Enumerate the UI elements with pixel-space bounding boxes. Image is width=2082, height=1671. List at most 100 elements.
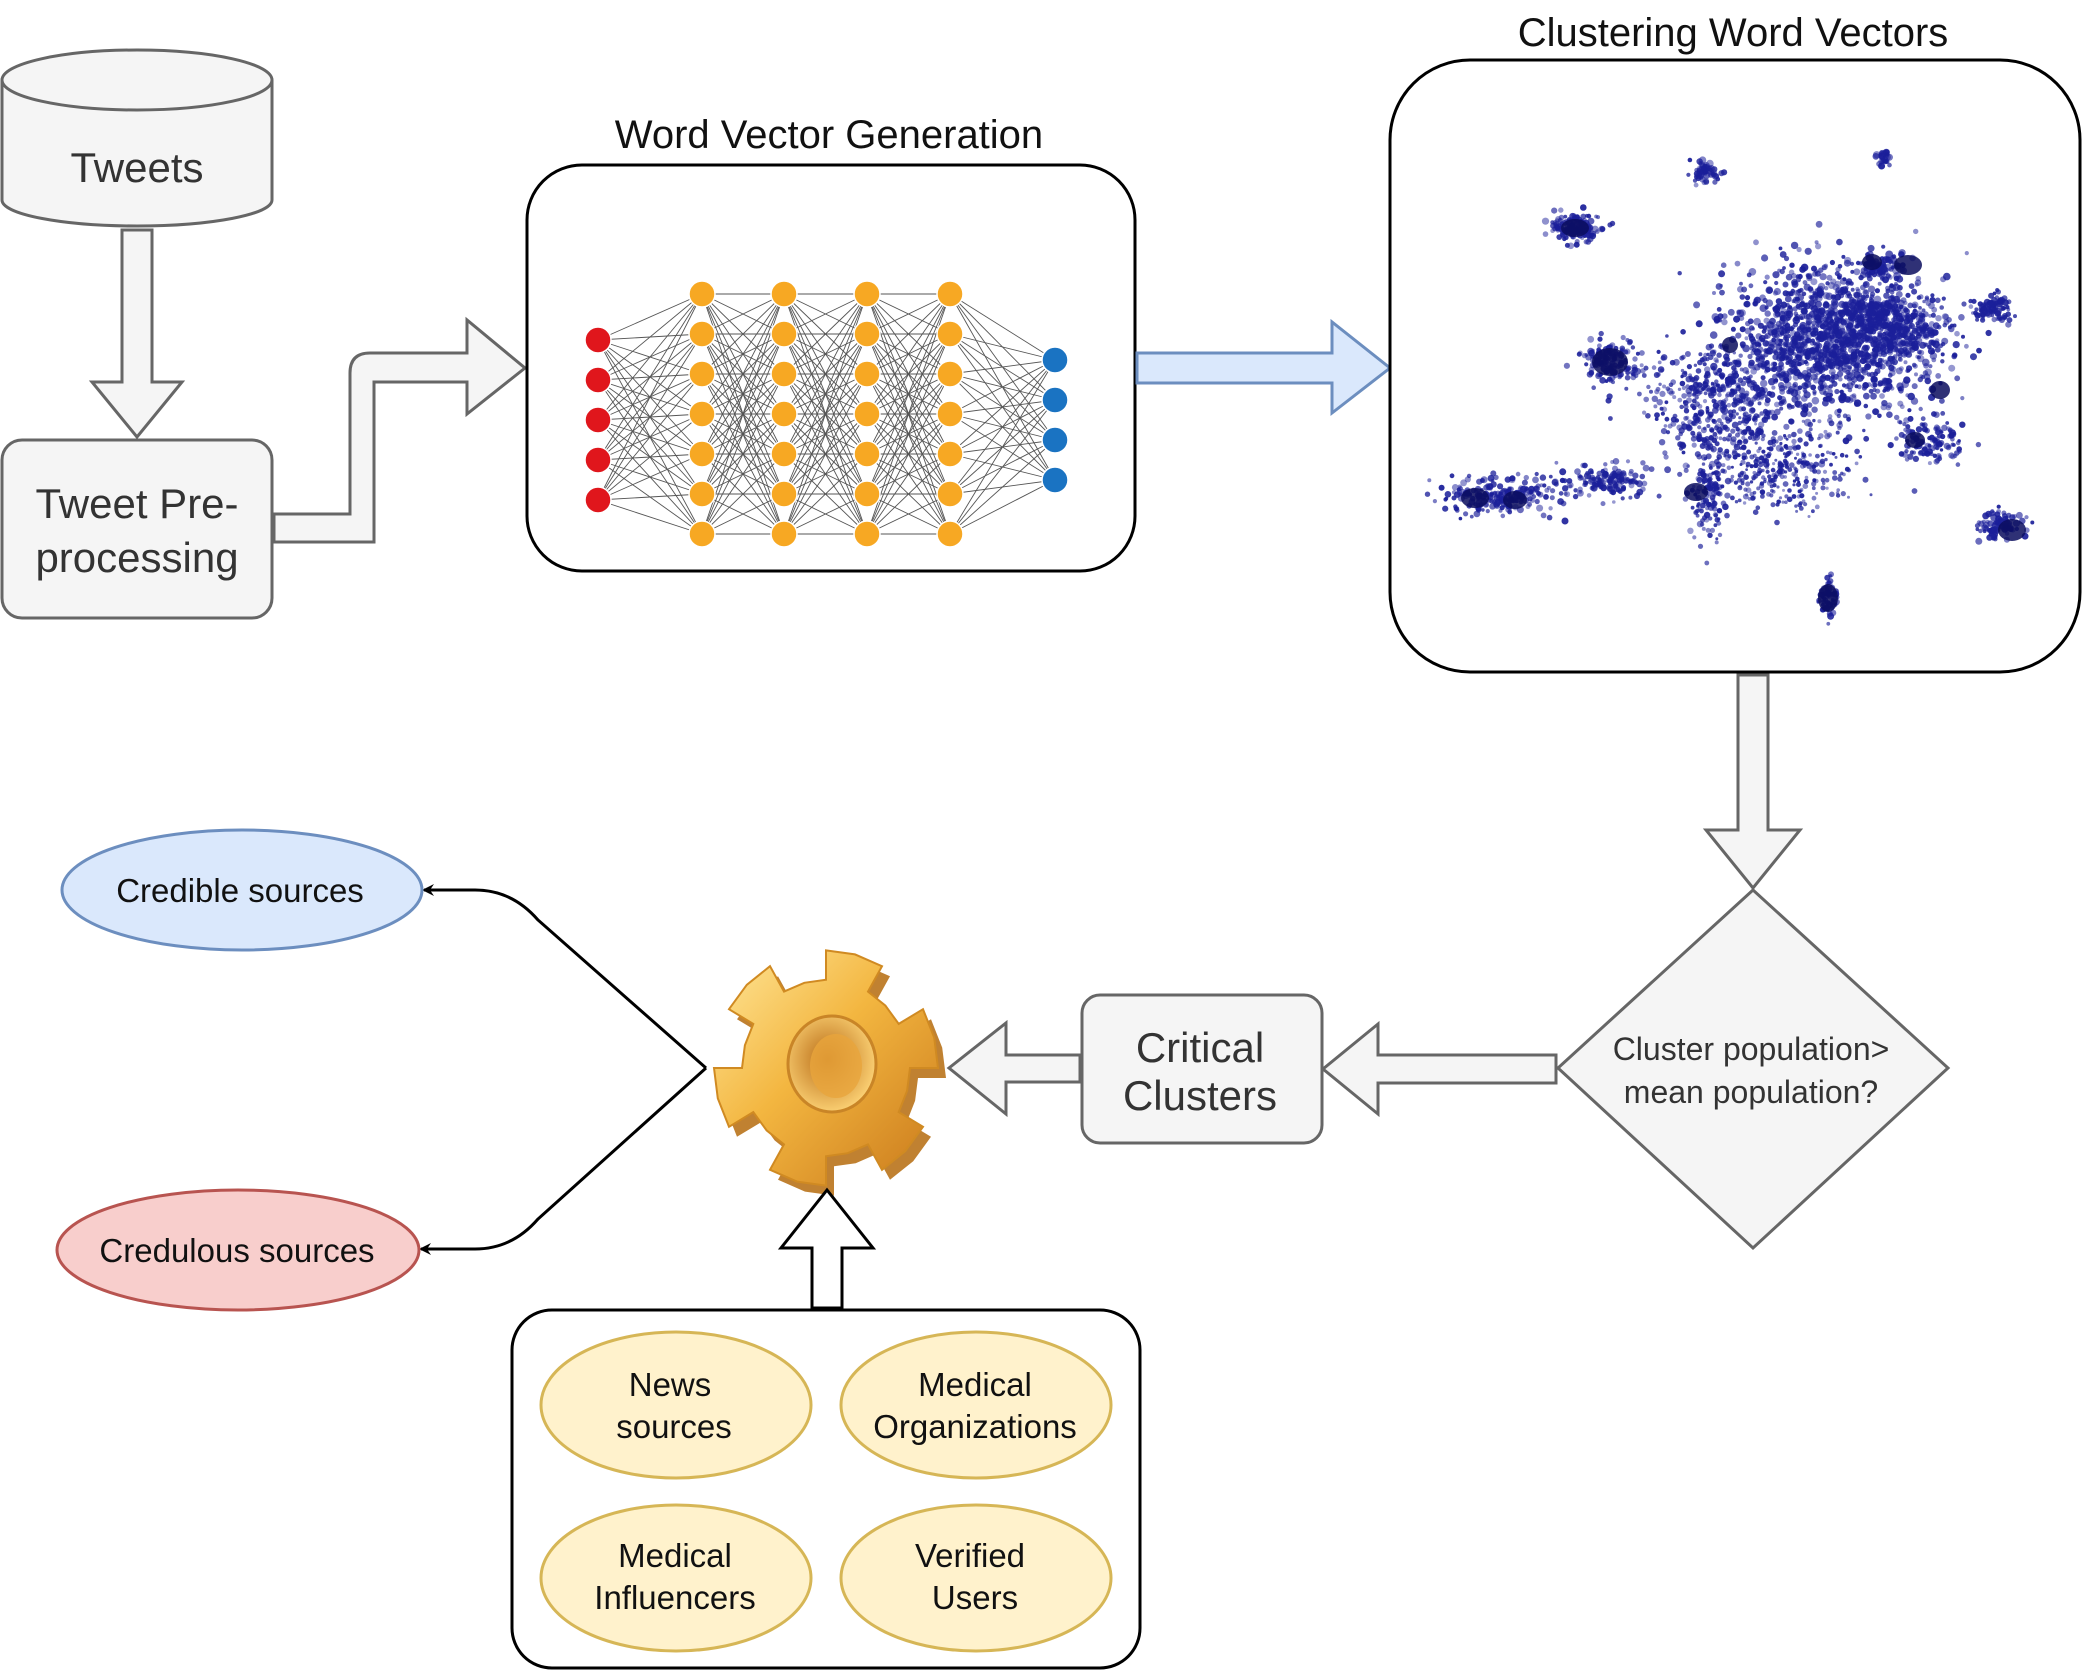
- nn-hidden-node: [770, 320, 798, 348]
- nn-hidden-node: [688, 440, 716, 468]
- cluster-point: [1889, 294, 1895, 300]
- nn-edge: [597, 293, 703, 381]
- cluster-point: [1794, 504, 1798, 508]
- cluster-point: [1964, 343, 1969, 349]
- cluster-point: [1875, 388, 1881, 394]
- cluster-point: [1821, 373, 1826, 379]
- cluster-point: [1891, 341, 1898, 347]
- cluster-point: [1827, 414, 1833, 419]
- cluster-point: [1745, 468, 1748, 471]
- nn-edge: [949, 359, 1056, 455]
- cluster-point: [1836, 273, 1843, 279]
- cluster-point: [1724, 380, 1730, 385]
- cluster-point: [1785, 437, 1789, 441]
- cluster-point: [1745, 461, 1751, 467]
- cluster-point: [1872, 382, 1878, 388]
- cluster-point: [1751, 396, 1757, 402]
- cluster-point: [1793, 472, 1798, 478]
- cluster-point: [1708, 435, 1714, 441]
- cluster-point: [1574, 239, 1580, 244]
- cluster-point: [1780, 307, 1787, 314]
- cluster-point: [1646, 384, 1651, 390]
- cluster-point: [1779, 268, 1785, 275]
- cluster-point: [1924, 442, 1932, 450]
- cluster-point: [1919, 324, 1925, 330]
- neural-network-nodes: [584, 280, 1069, 548]
- cluster-point: [1637, 391, 1642, 397]
- cluster-point: [1838, 473, 1842, 478]
- cluster-point: [1906, 368, 1911, 373]
- cluster-point: [1714, 423, 1721, 429]
- cluster-point: [1741, 444, 1747, 450]
- cluster-point: [1705, 357, 1710, 362]
- cluster-point: [1751, 327, 1755, 331]
- cluster-point: [1722, 469, 1727, 474]
- cluster-point: [1623, 349, 1629, 355]
- cluster-point: [1985, 329, 1992, 337]
- nn-edge: [783, 493, 868, 535]
- cluster-point: [1680, 368, 1685, 373]
- cluster-point: [1540, 512, 1547, 519]
- cluster-point: [1853, 268, 1861, 276]
- cluster-point: [1712, 179, 1718, 185]
- cluster-point: [1759, 304, 1768, 313]
- cluster-point: [1799, 359, 1805, 365]
- cluster-point: [1819, 323, 1826, 330]
- cluster-point: [1782, 281, 1789, 288]
- cluster-point: [1828, 368, 1836, 376]
- cluster-point: [1772, 290, 1778, 296]
- cluster-point: [1787, 434, 1792, 439]
- cluster-point: [1846, 322, 1854, 329]
- cluster-point: [1794, 469, 1799, 474]
- cluster-point: [1815, 220, 1823, 228]
- cluster-point: [1564, 242, 1570, 248]
- cluster-point: [1628, 471, 1634, 477]
- cluster-point: [1934, 457, 1941, 464]
- cluster-point: [1837, 330, 1843, 337]
- cluster-point: [1785, 341, 1791, 348]
- cluster-point: [1850, 269, 1855, 274]
- cluster-point: [1711, 166, 1718, 173]
- cluster-point: [1701, 462, 1706, 466]
- cluster-point: [1822, 469, 1828, 474]
- cluster-point: [1838, 420, 1843, 425]
- cluster-point: [1683, 416, 1689, 421]
- cluster-point: [1748, 374, 1753, 379]
- cluster-point: [1799, 463, 1806, 469]
- cluster-point: [1716, 508, 1723, 514]
- cluster-point: [1773, 287, 1781, 296]
- cluster-point: [1824, 477, 1830, 483]
- cluster-point: [1752, 347, 1757, 353]
- cluster-point: [1945, 421, 1950, 425]
- preprocessing-label-line1: Tweet Pre-: [35, 480, 238, 527]
- cluster-point: [1643, 365, 1649, 371]
- cluster-point: [1666, 387, 1674, 395]
- cluster-point: [1716, 450, 1722, 456]
- cluster-point: [1862, 476, 1869, 483]
- cluster-point: [1890, 298, 1897, 306]
- cluster-point: [1881, 400, 1888, 407]
- cluster-point: [1463, 511, 1469, 517]
- nn-edge: [783, 453, 868, 535]
- cluster-point: [1814, 270, 1821, 277]
- cluster-point: [1668, 382, 1674, 388]
- nn-edge: [866, 413, 951, 535]
- cluster-point: [1712, 291, 1716, 295]
- cluster-point: [1841, 367, 1847, 373]
- cluster-point: [1624, 386, 1629, 391]
- cluster-point: [1975, 537, 1983, 545]
- nn-edge: [949, 293, 1056, 361]
- cluster-point: [1843, 362, 1849, 368]
- cluster-point: [1712, 431, 1718, 437]
- cluster-point: [1693, 182, 1699, 188]
- cluster-point: [1792, 381, 1799, 388]
- cluster-point: [1712, 419, 1717, 425]
- cluster-point: [1708, 516, 1713, 521]
- cluster-point: [1811, 320, 1817, 326]
- cluster-point: [1897, 400, 1904, 407]
- cluster-point: [1954, 330, 1960, 337]
- cluster-point: [1905, 292, 1911, 298]
- cluster-point: [1583, 482, 1588, 487]
- cluster-point: [1800, 263, 1809, 272]
- cluster-point: [1866, 325, 1874, 333]
